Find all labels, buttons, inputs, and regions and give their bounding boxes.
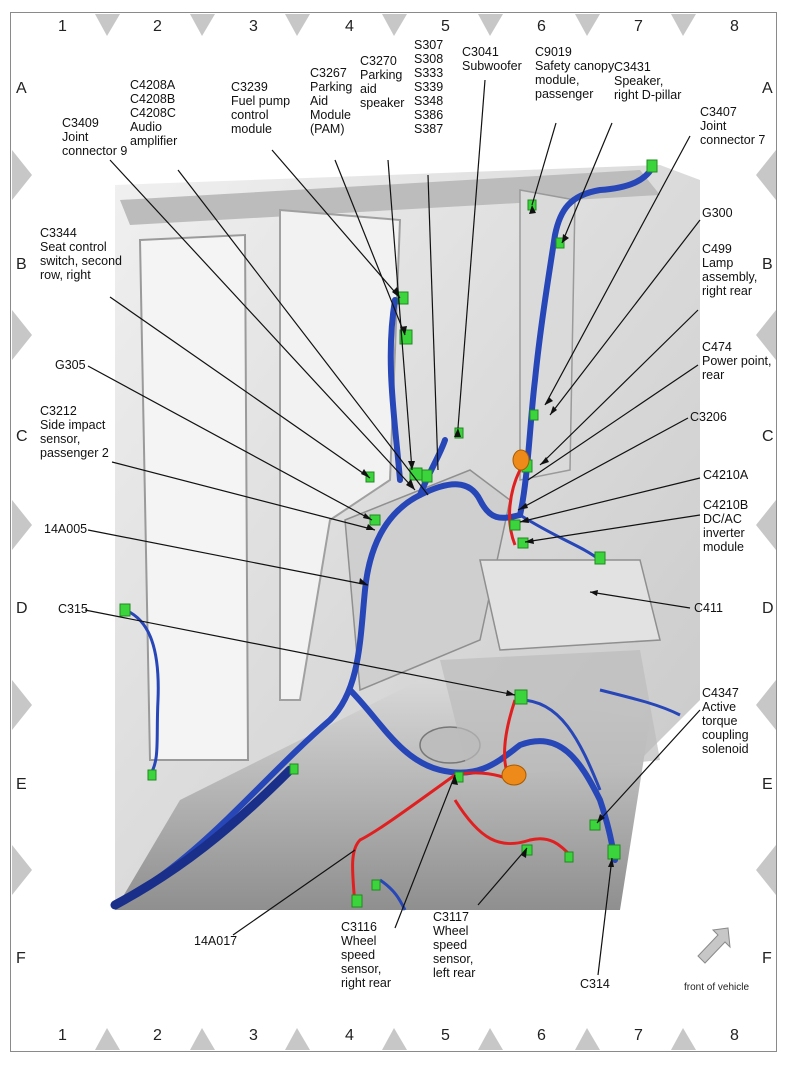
diagram-frame	[10, 12, 777, 1052]
grid-col-6: 6	[537, 18, 546, 35]
callout-c314: C314	[580, 977, 610, 991]
grid-col-1: 1	[58, 18, 67, 35]
connectors	[119, 159, 658, 908]
callout-c315: C315	[58, 602, 88, 616]
vehicle-body	[115, 165, 700, 910]
callout-g300: G300	[702, 206, 733, 220]
grid-row-e-right: E	[762, 776, 773, 793]
grid-col-5: 5	[441, 18, 450, 35]
grid-col-8-bottom: 8	[730, 1027, 739, 1044]
harness-dark-trunk	[110, 765, 295, 910]
grid-row-f-right: F	[762, 950, 772, 967]
grid-row-b: B	[16, 256, 27, 273]
front-of-vehicle-label: front of vehicle	[684, 982, 750, 993]
grid-row-f: F	[16, 950, 26, 967]
grid-row-d-right: D	[762, 600, 774, 617]
callout-14a005: 14A005	[44, 522, 88, 536]
callout-c411: C411	[694, 601, 723, 615]
grid-row-c-right: C	[762, 428, 774, 445]
grid-col-8: 8	[730, 18, 739, 35]
callout-c3206: C3206	[690, 410, 727, 424]
grid-col-3: 3	[249, 18, 258, 35]
grid-row-b-right: B	[762, 256, 773, 273]
leader-arrowheads	[359, 205, 614, 867]
harness-left-pillar	[124, 608, 160, 776]
orange-connectors	[501, 449, 530, 786]
grid-col-5-bottom: 5	[441, 1027, 450, 1044]
grid-col-3-bottom: 3	[249, 1027, 258, 1044]
grid-col-2: 2	[153, 18, 162, 35]
grid-col-4-bottom: 4	[345, 1027, 354, 1044]
callout-g305: G305	[55, 358, 86, 372]
harness-14A005	[112, 165, 655, 908]
grid-arrows	[12, 14, 776, 1050]
grid-row-e: E	[16, 776, 27, 793]
grid-col-7: 7	[634, 18, 643, 35]
callout-c4210a: C4210A	[703, 468, 749, 482]
grid-row-c: C	[16, 428, 28, 445]
leader-lines	[84, 79, 701, 976]
harness-rear-floor	[379, 513, 681, 911]
grid-col-6-bottom: 6	[537, 1027, 546, 1044]
grid-col-2-bottom: 2	[153, 1027, 162, 1044]
grid-row-d: D	[16, 600, 28, 617]
grid-row-a-right: A	[762, 80, 773, 97]
front-of-vehicle-arrow	[697, 927, 731, 964]
grid-row-a: A	[16, 80, 27, 97]
grid-col-1-bottom: 1	[58, 1027, 67, 1044]
callout-14a017: 14A017	[194, 934, 238, 948]
grid-col-4: 4	[345, 18, 354, 35]
grid-col-7-bottom: 7	[634, 1027, 643, 1044]
